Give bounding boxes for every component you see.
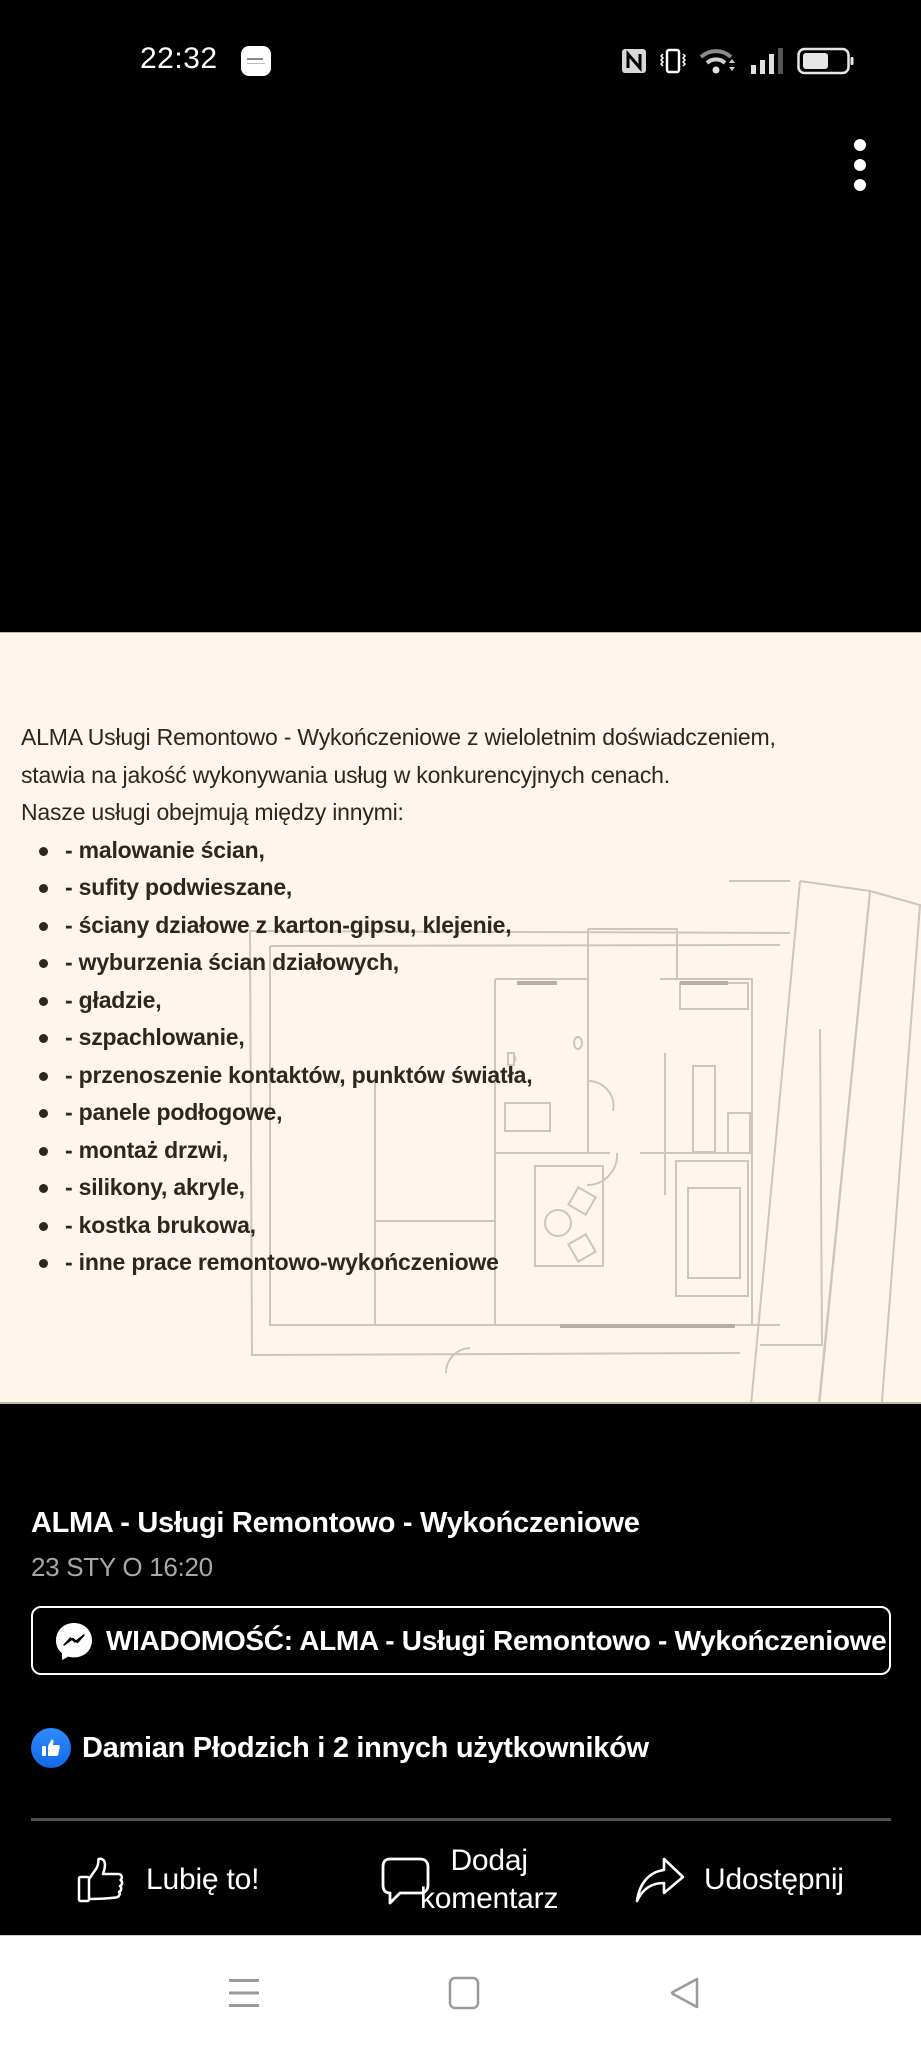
- service-item: - sufity podwieszane,: [21, 869, 776, 907]
- send-message-label: WIADOMOŚĆ: ALMA - Usługi Remontowo - Wyk…: [106, 1624, 887, 1656]
- intro-line: ALMA Usługi Remontowo - Wykończeniowe z …: [21, 724, 776, 750]
- service-item: - montaż drzwi,: [21, 1132, 776, 1170]
- service-item: - kostka brukowa,: [21, 1207, 776, 1245]
- home-icon: [448, 1976, 480, 2009]
- service-item: - inne prace remontowo-wykończeniowe: [21, 1244, 776, 1282]
- service-item: - wyburzenia ścian działowych,: [21, 944, 776, 982]
- notification-app-icon: [241, 46, 271, 76]
- nfc-icon: [622, 49, 646, 73]
- system-nav-bar: [0, 1935, 921, 2048]
- status-bar: 22:32: [0, 0, 921, 120]
- more-vertical-icon: [854, 139, 866, 151]
- home-button[interactable]: [424, 1936, 504, 2048]
- divider: [31, 1818, 891, 1821]
- comment-icon: [381, 1857, 430, 1905]
- wifi-icon: [699, 49, 735, 74]
- menu-icon: [229, 1978, 259, 2007]
- floorplan-illustration: [249, 880, 921, 1402]
- recent-apps-button[interactable]: [204, 1936, 284, 2048]
- comment-label-line1: Dodaj: [450, 1844, 528, 1877]
- post-date: 23 STY O 16:20: [31, 1552, 213, 1582]
- post-actions: Lubię to! Dodaj komentarz Udostępnij: [0, 1830, 921, 1930]
- signal-icon: [751, 48, 783, 74]
- comment-button[interactable]: Dodaj komentarz: [380, 1830, 558, 1930]
- services-list: - malowanie ścian, - sufity podwieszane,…: [21, 832, 776, 1282]
- battery-icon: [797, 47, 854, 75]
- comment-label: Dodaj komentarz: [420, 1842, 558, 1918]
- more-dot: [854, 179, 866, 191]
- more-options-button[interactable]: [840, 135, 880, 195]
- thumbs-up-icon: [77, 1857, 124, 1903]
- back-icon: [670, 1977, 699, 2008]
- more-dot: [854, 159, 866, 171]
- share-label: Udostępnij: [704, 1863, 844, 1896]
- like-label: Lubię to!: [146, 1863, 260, 1896]
- reactions-summary[interactable]: Damian Płodzich i 2 innych użytkowników: [31, 1728, 649, 1768]
- like-button[interactable]: Lubię to!: [76, 1830, 259, 1930]
- status-icons: [621, 46, 855, 76]
- intro-line: Nasze usługi obejmują między innymi:: [21, 799, 404, 825]
- post-image-text: ALMA Usługi Remontowo - Wykończeniowe z …: [21, 719, 776, 1282]
- share-icon: [635, 1857, 685, 1903]
- service-item: - szpachlowanie,: [21, 1019, 776, 1057]
- service-item: - przenoszenie kontaktów, punktów światł…: [21, 1057, 776, 1095]
- service-item: - panele podłogowe,: [21, 1094, 776, 1132]
- intro-line: stawia na jakość wykonywania usług w kon…: [21, 761, 670, 788]
- clock: 22:32: [140, 42, 218, 75]
- service-item: - ściany działowe z karton-gipsu, klejen…: [21, 907, 776, 945]
- service-item: - silikony, akryle,: [21, 1169, 776, 1207]
- messenger-icon: [56, 1622, 92, 1660]
- comment-label-line2: komentarz: [420, 1882, 559, 1915]
- vibrate-icon: [659, 48, 687, 74]
- page-name-link[interactable]: ALMA - Usługi Remontowo - Wykończeniowe: [31, 1507, 640, 1539]
- service-item: - gładzie,: [21, 982, 776, 1020]
- back-button[interactable]: [645, 1936, 725, 2048]
- like-reaction-icon: [31, 1728, 71, 1768]
- share-button[interactable]: Udostępnij: [634, 1830, 844, 1930]
- send-message-button[interactable]: WIADOMOŚĆ: ALMA - Usługi Remontowo - Wyk…: [31, 1606, 891, 1675]
- post-image[interactable]: ALMA Usługi Remontowo - Wykończeniowe z …: [0, 632, 921, 1404]
- reactions-text: Damian Płodzich i 2 innych użytkowników: [82, 1731, 649, 1764]
- service-item: - malowanie ścian,: [21, 832, 776, 870]
